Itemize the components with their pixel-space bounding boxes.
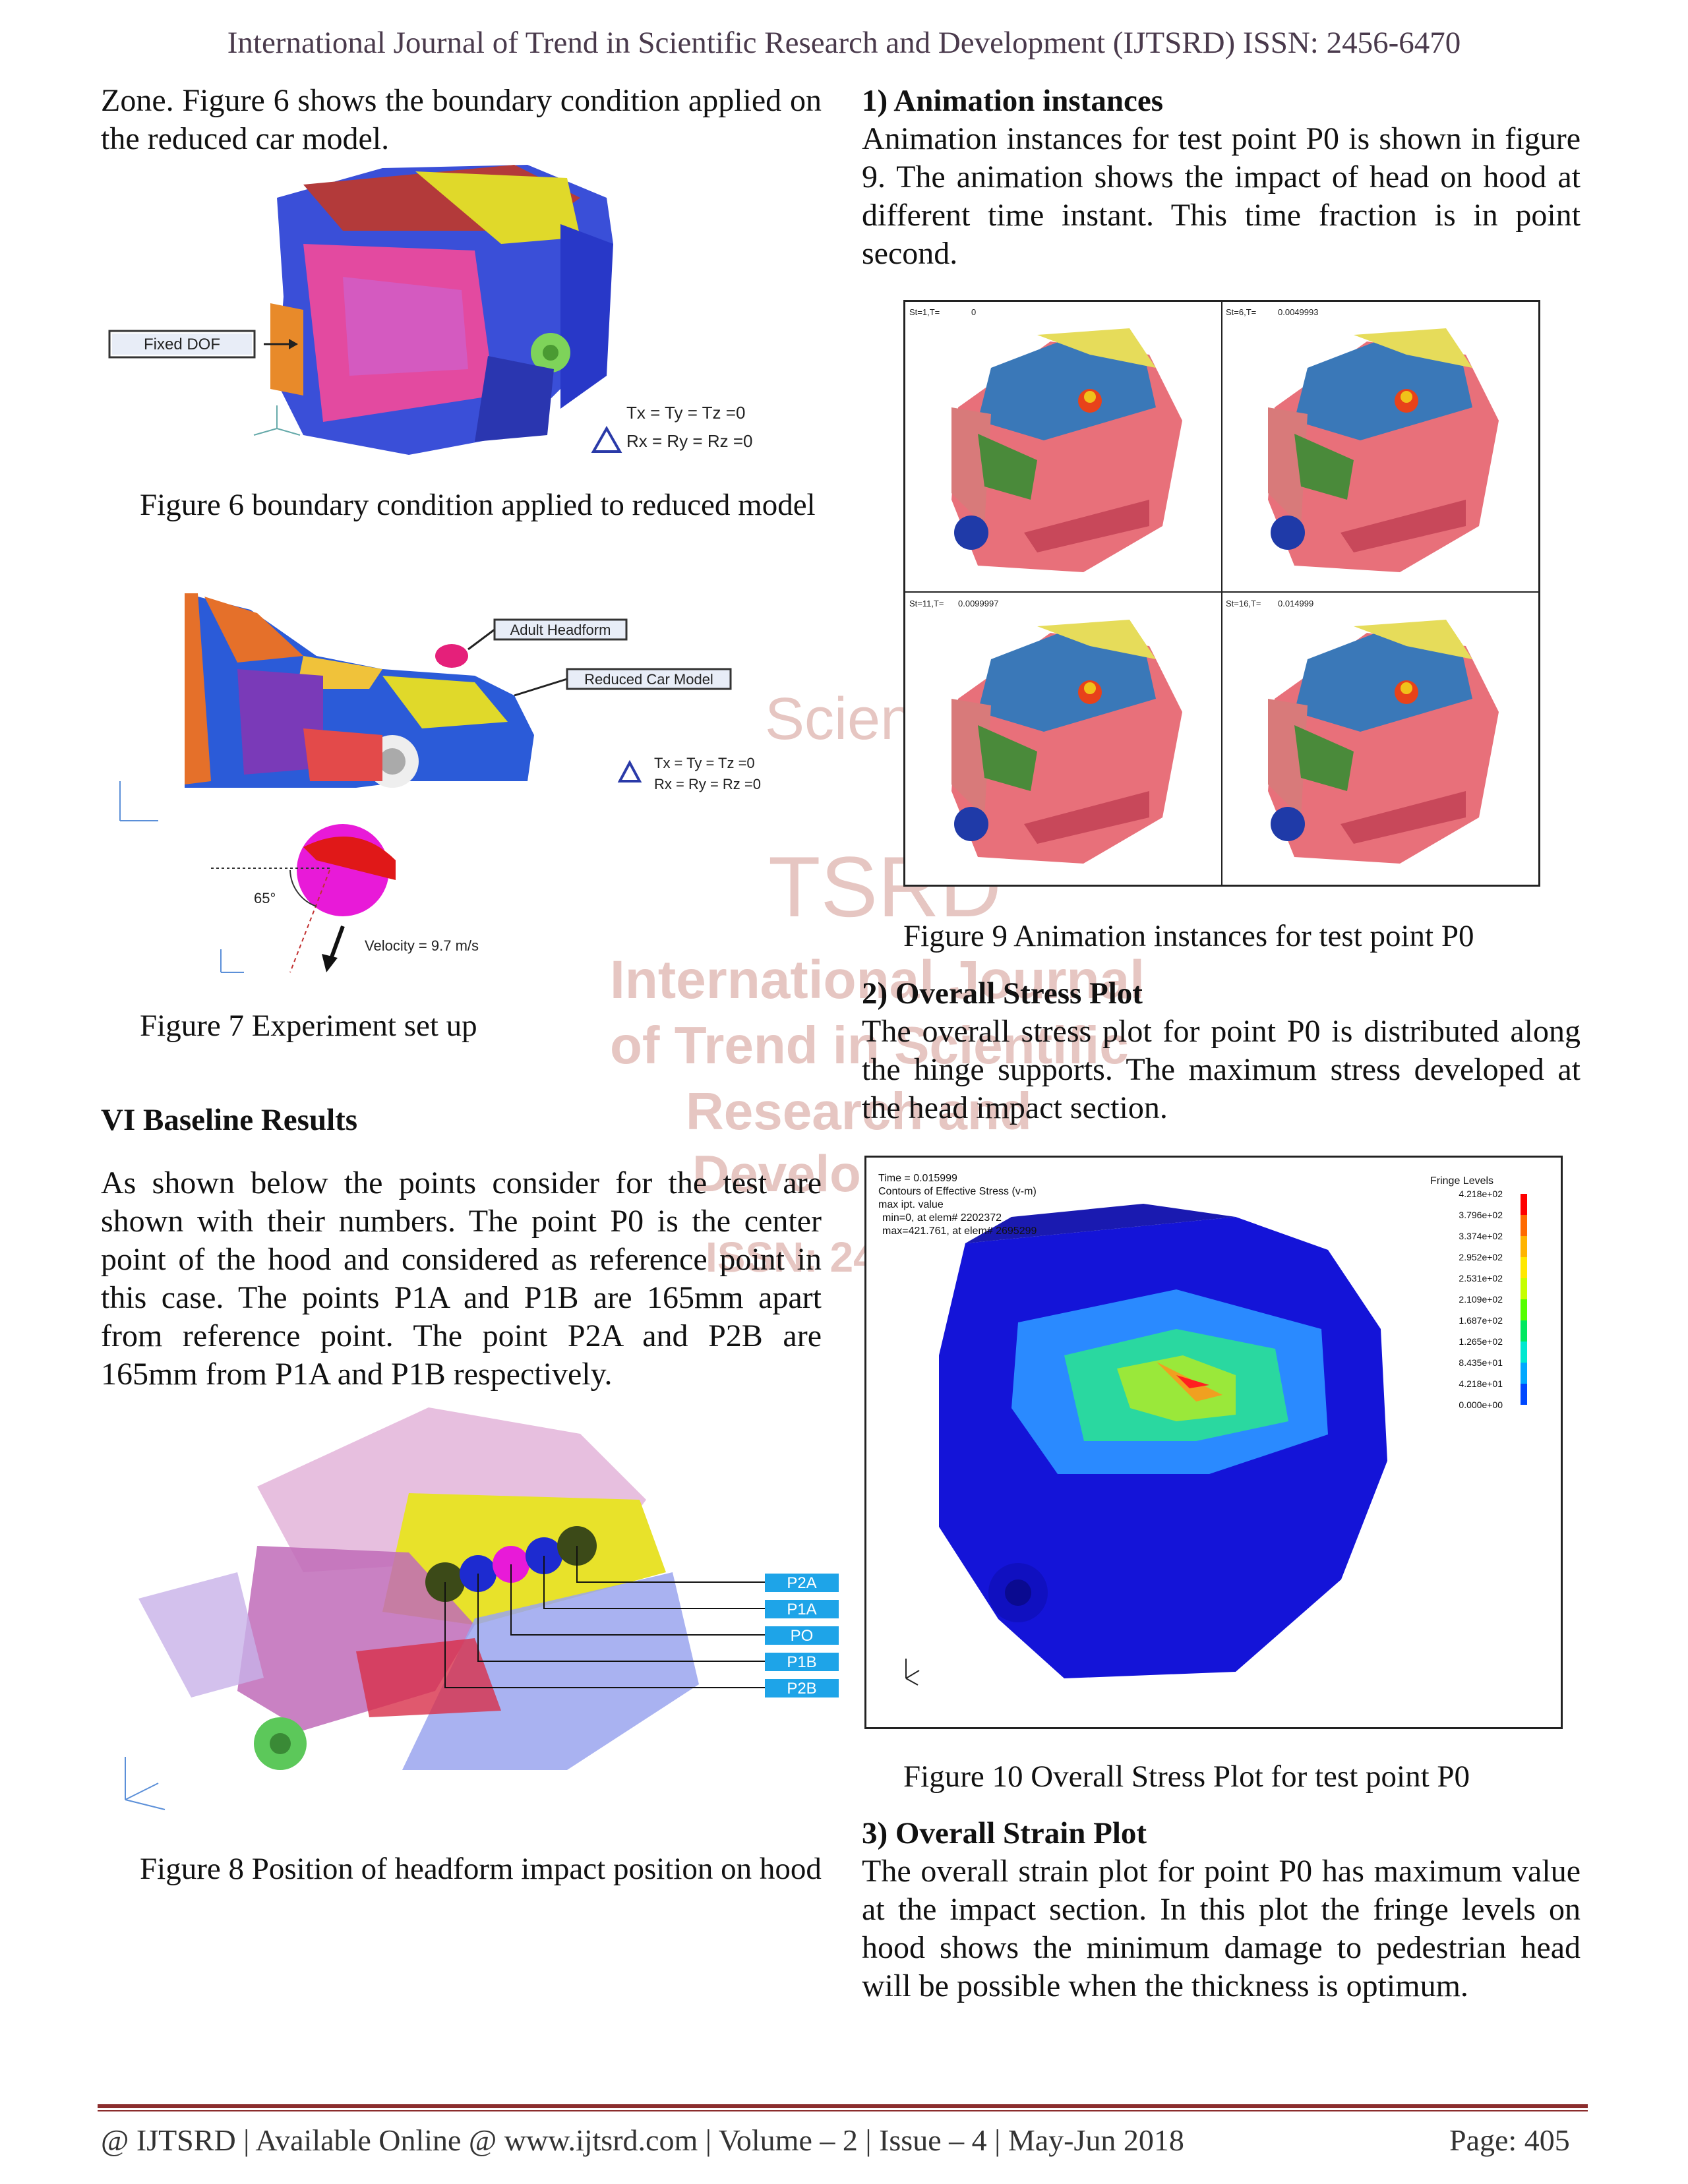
figure-8-image: P2A P1A PO P1B P2B [125,1407,839,1810]
fringe-level-label: 2.109e+02 [1459,1294,1503,1305]
frame-time-label: 0.0099997 [958,599,998,608]
frame-time-label: 0.014999 [1278,599,1313,608]
animation-paragraph: Animation instances for test point P0 is… [862,121,1581,271]
fringe-level-label: 1.265e+02 [1459,1336,1503,1347]
impact-angle-label: 65° [254,890,276,906]
velocity-label: Velocity = 9.7 m/s [365,937,479,954]
adult-headform-label: Adult Headform [510,622,611,638]
footer-rule [98,2104,1588,2108]
reduced-car-label: Reduced Car Model [584,671,713,688]
footer-rule-thin [98,2110,1588,2111]
footer-citation: @ IJTSRD | Available Online @ www.ijtsrd… [101,2123,1184,2157]
fringe-color-swatch [1521,1342,1527,1363]
figure-7-image: Adult Headform Reduced Car Model Tx = Ty… [119,593,761,973]
impact-point-label: P1B [787,1653,816,1671]
fringe-color-swatch [1521,1215,1527,1236]
figure-7-caption: Figure 7 Experiment set up [140,1009,477,1043]
fig7-eq-rotation: Rx = Ry = Rz =0 [654,776,761,792]
fringe-color-swatch [1521,1278,1527,1299]
fringe-color-bar [1521,1194,1527,1405]
fringe-level-label: 3.374e+02 [1459,1231,1503,1241]
section-heading-baseline: VI Baseline Results [101,1103,358,1137]
figure-9-caption: Figure 9 Animation instances for test po… [903,919,1474,953]
impact-point-label: P1A [787,1601,816,1618]
figure-9-grid: St=1,T= 0 St=6,T= 0.0049993 St=11,T= 0.0… [903,300,1540,887]
figure-6-image: Fixed DOF Tx = Ty = Tz =0 Rx = Ry = Rz =… [108,165,752,455]
impact-point-label: P2A [787,1574,816,1592]
fringe-level-label: 4.218e+02 [1459,1189,1503,1199]
impact-point-label: P2B [787,1680,816,1697]
figure-8-caption: Figure 8 Position of headform impact pos… [140,1852,822,1886]
heading-overall-strain: 3) Overall Strain Plot [862,1816,1147,1850]
figure-6-caption: Figure 6 boundary condition applied to r… [140,488,816,522]
stress-info-line: Time = 0.015999 [878,1173,957,1184]
fixed-dof-label: Fixed DOF [144,336,220,353]
fringe-color-swatch [1521,1384,1527,1405]
stress-info-line: Contours of Effective Stress (v-m) [878,1186,1037,1197]
frame-time-label: 0.0049993 [1278,307,1318,317]
fig7-eq-translation: Tx = Ty = Tz =0 [654,755,755,771]
watermark-scien: Scien [765,686,914,752]
fig6-eq-rotation: Rx = Ry = Rz =0 [626,431,752,451]
fringe-color-swatch [1521,1363,1527,1384]
fringe-level-label: 0.000e+00 [1459,1400,1503,1410]
watermark-journal: International Journal [610,950,1145,1010]
stress-info-line: max=421.761, at elem# 2695299 [882,1225,1037,1237]
fringe-level-label: 1.687e+02 [1459,1315,1503,1326]
fringe-level-label: 4.218e+01 [1459,1378,1503,1389]
fringe-level-label: 8.435e+01 [1459,1357,1503,1368]
stress-info-line: min=0, at elem# 2202372 [882,1212,1002,1224]
fig6-eq-translation: Tx = Ty = Tz =0 [626,403,745,423]
frame-step-label: St=16,T= [1226,599,1261,608]
fringe-color-swatch [1521,1299,1527,1320]
figure-10-caption: Figure 10 Overall Stress Plot for test p… [903,1759,1470,1794]
running-header: International Journal of Trend in Scient… [227,26,1461,60]
fringe-level-label: 2.952e+02 [1459,1252,1503,1262]
fringe-level-labels: 4.218e+02 3.796e+02 3.374e+02 2.952e+02 2.53… [1459,1189,1503,1410]
heading-animation-instances: 1) Animation instances [862,84,1163,118]
frame-step-label: St=1,T= [909,307,940,317]
frame-step-label: St=11,T= [909,599,944,608]
fringe-color-swatch [1521,1257,1527,1278]
strain-paragraph: The overall strain plot for point P0 has… [862,1854,1581,2003]
intro-paragraph: Zone. Figure 6 shows the boundary condit… [101,83,822,156]
fringe-color-swatch [1521,1236,1527,1257]
fringe-levels-title: Fringe Levels [1430,1175,1493,1187]
stress-paragraph: The overall stress plot for point P0 is … [862,1014,1581,1125]
fringe-color-swatch [1521,1320,1527,1342]
frame-step-label: St=6,T= [1226,307,1256,317]
watermark-research: Research and [686,1082,1032,1140]
heading-overall-stress: 2) Overall Stress Plot [862,976,1143,1011]
impact-point-label: PO [791,1627,814,1645]
figure-10-stress-plot: Time = 0.015999 Contours of Effective St… [864,1156,1563,1729]
page-number: Page: 405 [1449,2123,1570,2157]
fringe-level-label: 3.796e+02 [1459,1210,1503,1220]
fringe-level-label: 2.531e+02 [1459,1273,1503,1284]
watermark-trend: of Trend in Scientific [610,1016,1129,1075]
frame-time-label: 0 [971,307,976,317]
fringe-color-swatch [1521,1194,1527,1215]
stress-info-line: max ipt. value [878,1199,944,1210]
baseline-paragraph: As shown below the points consider for t… [101,1166,822,1392]
